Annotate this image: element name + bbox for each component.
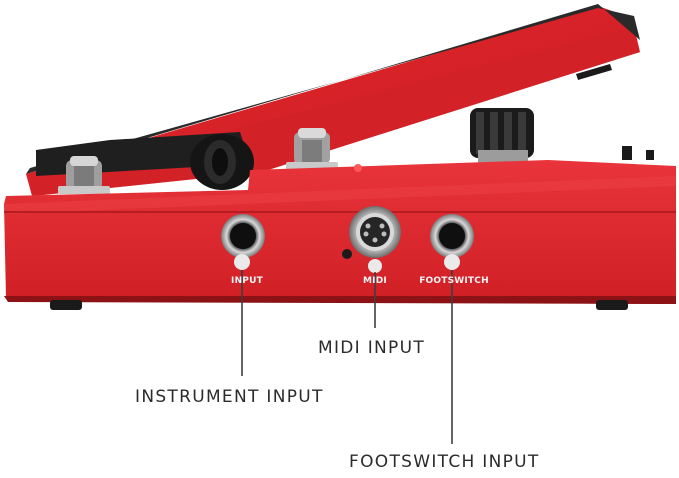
panel-label-footswitch: FOOTSWITCH bbox=[419, 276, 489, 286]
pedal-body bbox=[4, 160, 676, 310]
midi-jack bbox=[342, 206, 401, 273]
callout-instrument-input: INSTRUMENT INPUT bbox=[135, 387, 324, 407]
instrument-jack bbox=[221, 214, 265, 270]
footswitch-jack bbox=[430, 214, 474, 270]
callout-lines bbox=[241, 270, 453, 444]
panel-label-midi: MIDI bbox=[363, 276, 387, 286]
panel-label-input: INPUT bbox=[231, 276, 263, 286]
callout-footswitch-input: FOOTSWITCH INPUT bbox=[349, 452, 540, 472]
callout-midi-input: MIDI INPUT bbox=[318, 338, 425, 358]
footswitch-left bbox=[58, 156, 110, 194]
treadle-hinge bbox=[190, 134, 254, 190]
knob bbox=[470, 108, 654, 164]
